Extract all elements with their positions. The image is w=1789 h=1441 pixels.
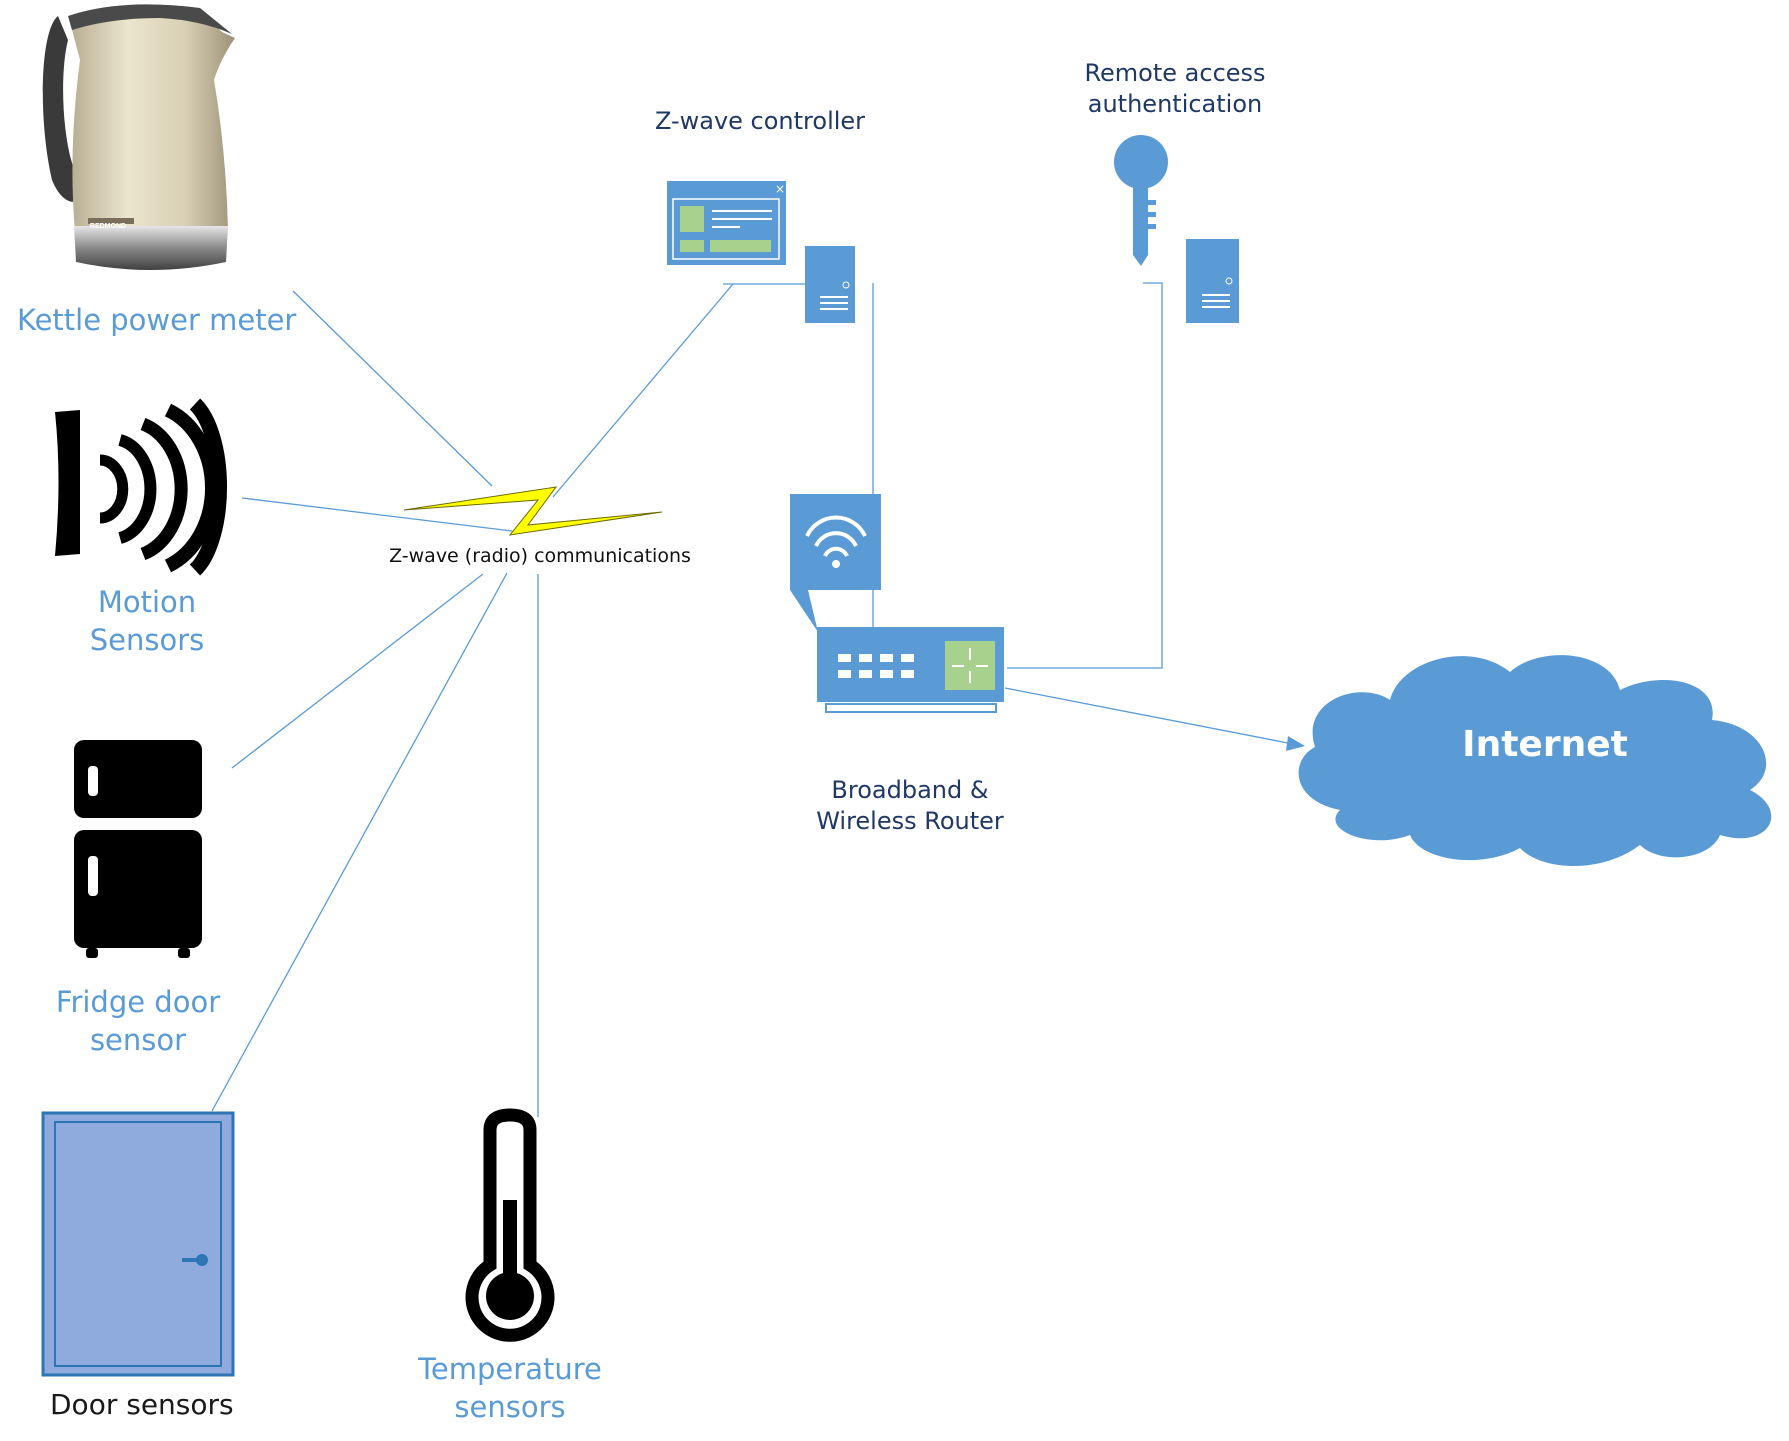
label-motion-sensors: Motion Sensors — [89, 585, 205, 657]
thermometer-icon — [465, 1108, 555, 1342]
connector-router-internet — [1004, 687, 1294, 745]
kettle-icon: REDMOND — [42, 4, 235, 270]
label-zwave-controller: Z-wave controller — [654, 107, 866, 135]
connector-motion — [241, 497, 513, 532]
door-icon — [41, 1111, 235, 1377]
wifi-icon — [790, 494, 881, 632]
server-icon — [805, 246, 855, 323]
cloud-icon — [1298, 655, 1772, 867]
lightning-bolt-icon — [403, 486, 663, 536]
controller-window-icon: × — [667, 181, 786, 265]
key-icon — [1114, 135, 1168, 266]
label-broadband-router: Broadband & Wireless Router — [816, 776, 1004, 836]
connector-door — [211, 572, 508, 1112]
connector-fridge — [231, 573, 484, 769]
label-remote-access-authentication: Remote access authentication — [1084, 59, 1266, 119]
connector-auth-router — [1007, 282, 1163, 669]
router-icon — [817, 627, 1004, 713]
connector-controller — [552, 283, 734, 498]
label-fridge-door-sensor: Fridge door sensor — [55, 985, 221, 1057]
motion-sensor-icon — [55, 398, 227, 576]
label-internet: Internet — [1462, 724, 1628, 765]
arrowhead-internet — [1286, 736, 1305, 751]
label-door-sensors: Door sensors — [50, 1388, 234, 1421]
fridge-icon — [74, 740, 202, 958]
kettle-brand: REDMOND — [90, 223, 126, 230]
connector-kettle — [292, 290, 493, 487]
label-zwave-communications: Z-wave (radio) communications — [389, 545, 691, 567]
connectors — [211, 282, 1305, 1117]
label-temperature-sensors: Temperature sensors — [418, 1352, 602, 1424]
server-icon — [1186, 239, 1239, 323]
svg-text:×: × — [775, 182, 785, 196]
label-kettle-power-meter: Kettle power meter — [17, 303, 297, 337]
